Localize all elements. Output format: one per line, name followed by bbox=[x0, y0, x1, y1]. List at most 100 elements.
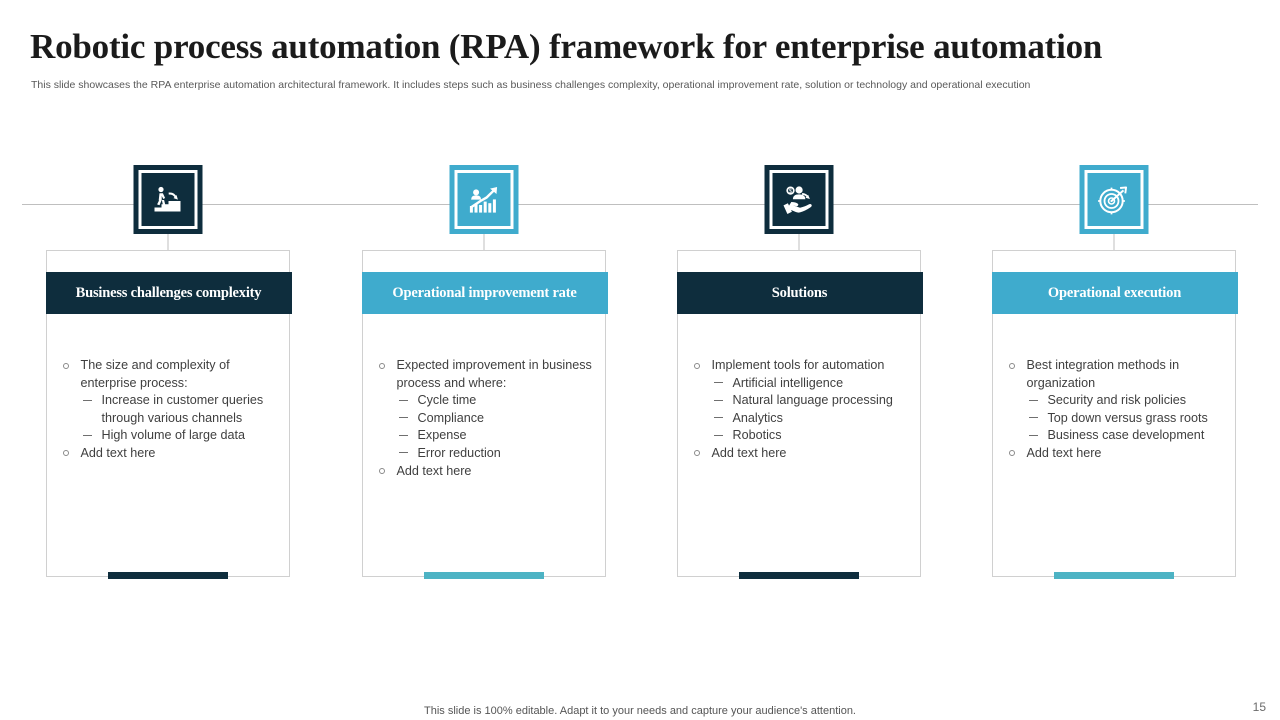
bullet-list: Expected improvement in business process… bbox=[375, 357, 599, 480]
bullet-text: Expected improvement in business process… bbox=[396, 358, 592, 390]
bullet-text: Add text here bbox=[396, 463, 472, 478]
sub-bullet-item: Compliance bbox=[397, 410, 599, 428]
connector-stem-1 bbox=[167, 234, 168, 250]
dash-bullet-icon bbox=[713, 434, 723, 436]
page-number: 15 bbox=[1252, 700, 1266, 714]
dash-bullet-icon bbox=[398, 434, 408, 436]
step-icon-tile-3[interactable]: $ bbox=[764, 165, 833, 234]
bullet-item: Add text here bbox=[690, 445, 914, 463]
step-card-title-3: Solutions bbox=[771, 284, 828, 301]
sub-bullet-text: Robotics bbox=[732, 428, 782, 443]
bullet-item: Expected improvement in business process… bbox=[375, 357, 599, 463]
bullet-list: Best integration methods in organization… bbox=[1005, 357, 1229, 463]
step-card-header-4: Operational execution bbox=[991, 272, 1238, 314]
dash-bullet-icon bbox=[398, 399, 408, 401]
sub-bullet-item: Error reduction bbox=[397, 445, 599, 463]
sub-bullet-item: Increase in customer queries through var… bbox=[81, 392, 283, 427]
sub-bullet-item: Business case development bbox=[1027, 427, 1229, 445]
step-icon-tile-2[interactable] bbox=[449, 165, 518, 234]
hollow-circle-bullet-icon bbox=[1008, 450, 1015, 457]
connector-stem-3 bbox=[798, 234, 799, 250]
card-accent-bar-2 bbox=[423, 572, 544, 579]
hollow-circle-bullet-icon bbox=[693, 362, 700, 369]
hollow-circle-bullet-icon bbox=[378, 362, 385, 369]
target-dartboard-icon bbox=[1084, 170, 1143, 229]
bullet-item: Add text here bbox=[1005, 445, 1229, 463]
sub-bullet-text: Increase in customer queries through var… bbox=[101, 393, 264, 425]
bullet-text: Add text here bbox=[711, 445, 787, 460]
bullet-item: Add text here bbox=[59, 445, 283, 463]
dash-bullet-icon bbox=[398, 452, 408, 454]
bullet-item: The size and complexity of enterprise pr… bbox=[59, 357, 283, 445]
svg-text:$: $ bbox=[789, 188, 793, 195]
sub-bullet-item: Top down versus grass roots bbox=[1027, 410, 1229, 428]
card-accent-bar-3 bbox=[738, 572, 859, 579]
hollow-circle-bullet-icon bbox=[693, 450, 700, 457]
sub-bullet-text: Top down versus grass roots bbox=[1047, 410, 1208, 425]
dash-bullet-icon bbox=[82, 399, 92, 401]
connector-stem-4 bbox=[1113, 234, 1114, 250]
hollow-circle-bullet-icon bbox=[62, 362, 69, 369]
sub-bullet-text: Compliance bbox=[417, 410, 485, 425]
sub-bullet-item: Expense bbox=[397, 427, 599, 445]
bullet-item: Best integration methods in organization… bbox=[1005, 357, 1229, 445]
sub-bullet-item: Security and risk policies bbox=[1027, 392, 1229, 410]
sub-bullet-text: Expense bbox=[417, 428, 467, 443]
sub-bullet-text: Business case development bbox=[1047, 428, 1205, 443]
dash-bullet-icon bbox=[398, 417, 408, 419]
page-title: Robotic process automation (RPA) framewo… bbox=[30, 27, 1103, 66]
sub-bullet-text: High volume of large data bbox=[101, 428, 246, 443]
dash-bullet-icon bbox=[713, 382, 723, 384]
hollow-circle-bullet-icon bbox=[1008, 362, 1015, 369]
step-icon-tile-1[interactable] bbox=[133, 165, 202, 234]
person-climbing-stairs-icon bbox=[138, 170, 197, 229]
dash-bullet-icon bbox=[713, 417, 723, 419]
sub-bullet-item: Cycle time bbox=[397, 392, 599, 410]
sub-bullet-text: Natural language processing bbox=[732, 393, 893, 408]
step-card-body-1: The size and complexity of enterprise pr… bbox=[59, 357, 283, 463]
sub-bullet-item: Robotics bbox=[712, 427, 914, 445]
bullet-text: Add text here bbox=[80, 445, 156, 460]
sub-bullet-text: Artificial intelligence bbox=[732, 375, 844, 390]
step-card-title-2: Operational improvement rate bbox=[392, 284, 577, 301]
dash-bullet-icon bbox=[82, 434, 92, 436]
sub-bullet-item: Natural language processing bbox=[712, 392, 914, 410]
step-card-header-2: Operational improvement rate bbox=[361, 272, 608, 314]
sub-bullet-item: Artificial intelligence bbox=[712, 375, 914, 393]
step-icon-tile-4[interactable] bbox=[1079, 165, 1148, 234]
sub-bullet-item: High volume of large data bbox=[81, 427, 283, 445]
step-card-title-4: Operational execution bbox=[1047, 284, 1182, 301]
sub-bullet-item: Analytics bbox=[712, 410, 914, 428]
card-accent-bar-4 bbox=[1053, 572, 1174, 579]
hollow-circle-bullet-icon bbox=[62, 450, 69, 457]
bullet-list: The size and complexity of enterprise pr… bbox=[59, 357, 283, 463]
growth-bar-chart-icon bbox=[454, 170, 513, 229]
bullet-item: Add text here bbox=[375, 463, 599, 481]
sub-bullet-text: Cycle time bbox=[417, 393, 477, 408]
page-subtitle: This slide showcases the RPA enterprise … bbox=[31, 79, 1031, 91]
timeline-rail bbox=[22, 204, 1258, 205]
footer-note: This slide is 100% editable. Adapt it to… bbox=[424, 705, 856, 717]
sub-bullet-text: Error reduction bbox=[417, 445, 501, 460]
card-accent-bar-1 bbox=[107, 572, 228, 579]
dash-bullet-icon bbox=[1028, 434, 1038, 436]
connector-stem-2 bbox=[483, 234, 484, 250]
bullet-text: The size and complexity of enterprise pr… bbox=[80, 358, 230, 390]
bullet-text: Add text here bbox=[1026, 445, 1102, 460]
bullet-text: Best integration methods in organization bbox=[1026, 358, 1180, 390]
